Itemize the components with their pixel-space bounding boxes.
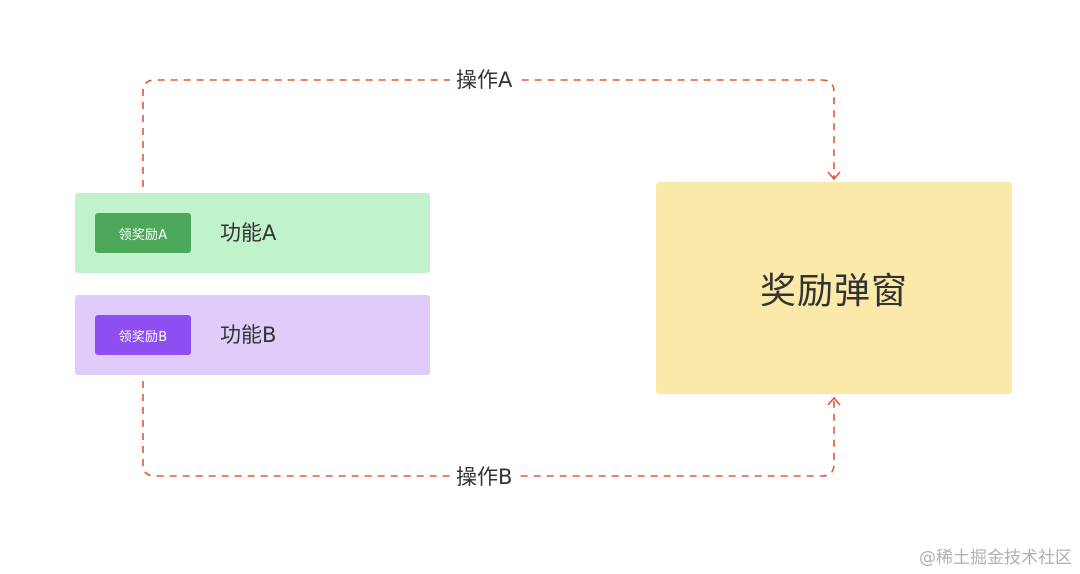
claim-reward-b-label: 领奖励B <box>118 329 168 345</box>
operation-a-label: 操作A <box>450 66 519 94</box>
claim-reward-a-button[interactable]: 领奖励A <box>95 213 191 253</box>
reward-popup-title: 奖励弹窗 <box>759 271 908 312</box>
watermark: @稀土掘金技术社区 <box>919 548 1072 568</box>
claim-reward-a-label: 领奖励A <box>118 227 168 243</box>
claim-reward-b-button[interactable]: 领奖励B <box>95 315 191 355</box>
operation-b-label: 操作B <box>450 463 519 491</box>
arrowhead-down <box>827 171 841 181</box>
arrowhead-up <box>827 396 841 406</box>
feature-b-panel: 领奖励B 功能B <box>75 295 430 375</box>
feature-a-label: 功能A <box>220 221 277 245</box>
feature-a-panel: 领奖励A 功能A <box>75 193 430 273</box>
feature-b-label: 功能B <box>220 323 277 347</box>
reward-popup-box: 奖励弹窗 <box>656 182 1012 394</box>
